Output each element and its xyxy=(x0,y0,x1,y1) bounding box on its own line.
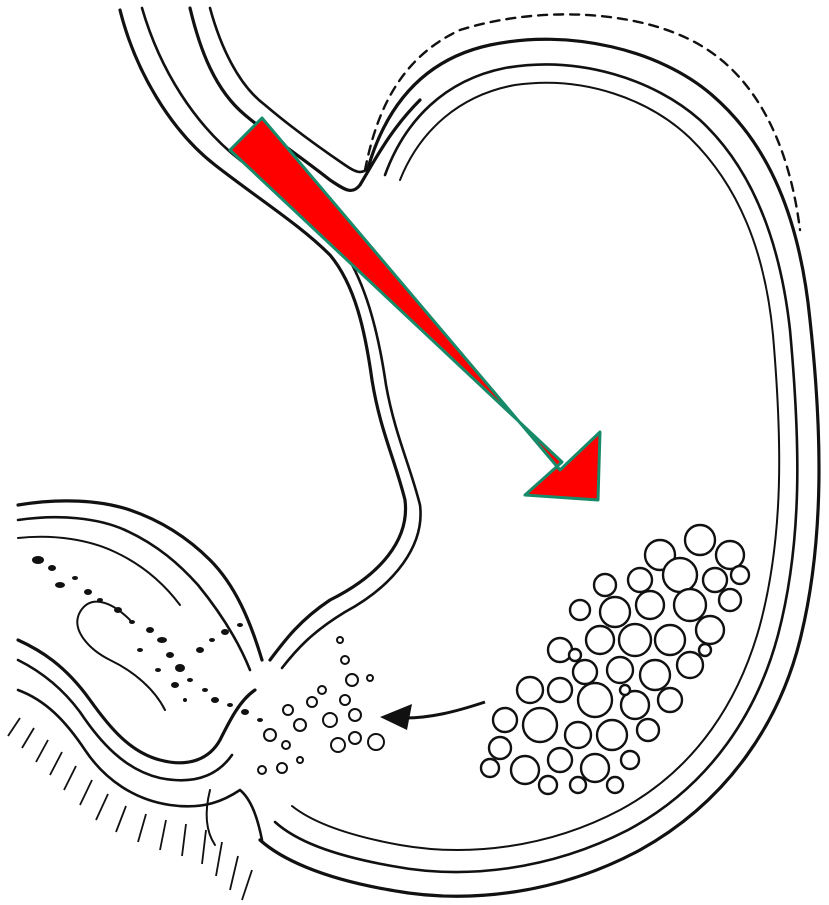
food-bubbles xyxy=(481,525,749,794)
duodenum xyxy=(18,501,262,845)
esophagus xyxy=(120,8,421,668)
stomach-wall xyxy=(260,14,819,896)
large-red-diagonal-arrow-icon xyxy=(230,118,600,500)
black-flow-arrow-icon xyxy=(380,702,485,730)
small-particles-pylorus xyxy=(258,637,384,774)
